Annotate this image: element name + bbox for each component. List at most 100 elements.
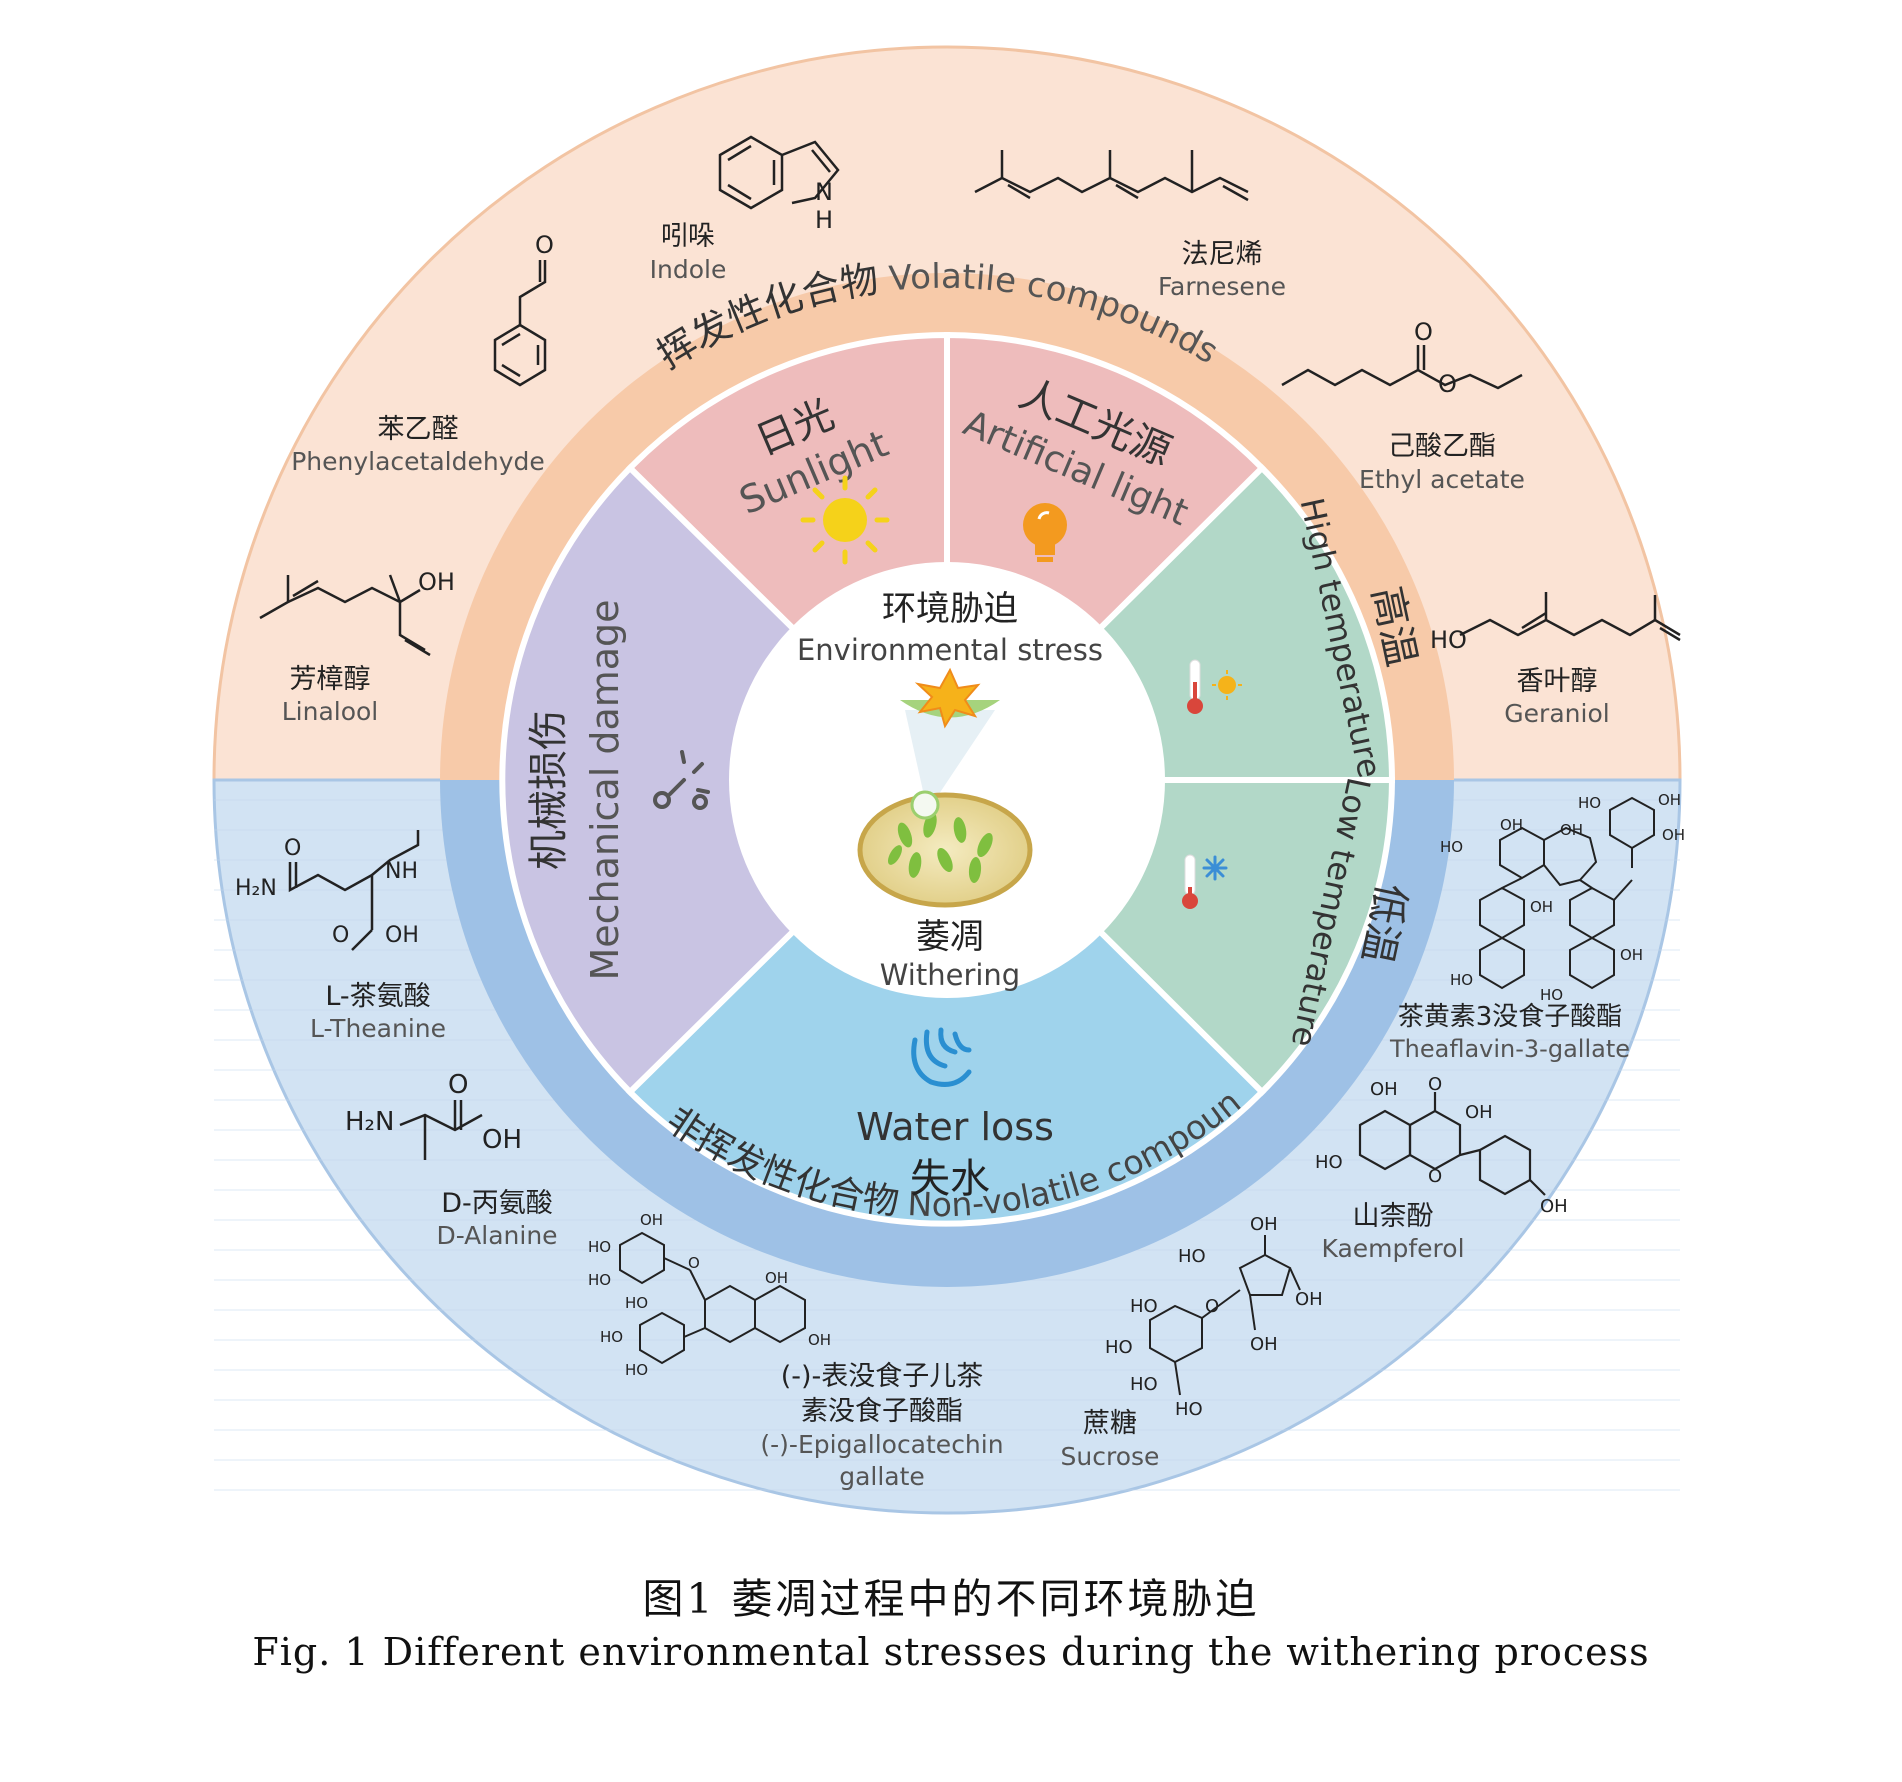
sucrose-ho-1: HO (1178, 1246, 1206, 1267)
mechanical-damage-label: 机械损伤 Mechanical damage (526, 599, 627, 980)
linalool-name-en: Linalool (282, 697, 379, 726)
theanine-o-atom: O (284, 836, 301, 861)
egcg-name-en-1: (-)-Epigallocatechin (760, 1430, 1003, 1459)
theanine-o2-atom: O (332, 923, 349, 948)
figure-caption-zh: 图1 萎凋过程中的不同环境胁迫 (642, 1575, 1260, 1623)
broken-tool-icon (653, 750, 710, 810)
svg-text:失水: 失水 (910, 1156, 990, 1202)
egcg-oh-2: OH (765, 1269, 788, 1287)
egcg-structure (619, 1231, 806, 1365)
water-loss-label: Water loss 失水 (856, 1105, 1054, 1202)
farnesene-name-en: Farnesene (1158, 272, 1286, 301)
alanine-name-en: D-Alanine (436, 1221, 557, 1250)
geraniol-structure (1459, 592, 1681, 642)
svg-text:Water loss: Water loss (856, 1105, 1054, 1149)
sector-water-loss (625, 775, 1267, 1227)
egcg-ho-2: HO (588, 1271, 611, 1289)
theaflavin-oh-1: OH (1500, 816, 1523, 834)
theaflavin-oh-6: OH (1620, 946, 1643, 964)
egcg-name-zh-2: 素没食子酸酯 (801, 1396, 963, 1427)
farnesene-structure (974, 150, 1249, 202)
ethyl-acetate-o-ester: O (1438, 370, 1457, 398)
tea-leaf-plate-icon (857, 790, 1033, 908)
theaflavin-oh-2: OH (1560, 821, 1583, 839)
theaflavin-ho-2: HO (1578, 794, 1601, 812)
light-beam-icon (900, 667, 1000, 800)
egcg-ho-5: HO (625, 1361, 648, 1379)
kaempferol-o-2: O (1428, 1166, 1442, 1187)
theanine-h2n-atom: H₂N (235, 876, 277, 901)
kaempferol-name-en: Kaempferol (1321, 1234, 1464, 1263)
alanine-name-zh: D-丙氨酸 (441, 1188, 553, 1219)
geraniol-ho-atom: HO (1430, 626, 1467, 654)
indole-h-atom: H (815, 206, 833, 234)
sucrose-name-zh: 蔗糖 (1083, 1408, 1137, 1439)
egcg-oh-3: OH (808, 1331, 831, 1349)
phenylacetaldehyde-structure (493, 260, 547, 387)
center-title-zh: 环境胁迫 (882, 589, 1018, 629)
center-title-en: Environmental stress (797, 633, 1103, 667)
theaflavin-oh-5: OH (1530, 898, 1553, 916)
figure-caption-en: Fig. 1 Different environmental stresses … (252, 1630, 1650, 1674)
egcg-o-1: O (688, 1254, 700, 1272)
thermometer-cold-icon (1182, 854, 1228, 909)
alanine-oh-atom: OH (482, 1125, 522, 1155)
withering-zh: 萎凋 (916, 917, 984, 957)
kaempferol-ho-1: HO (1315, 1152, 1343, 1173)
indole-nh-atom: N (815, 178, 833, 206)
alanine-h2n-atom: H₂N (345, 1107, 394, 1137)
sucrose-ho-3: HO (1105, 1337, 1133, 1358)
theaflavin-structure (1479, 796, 1655, 990)
egcg-name-zh-1: (-)-表没食子儿茶 (781, 1361, 984, 1392)
kaempferol-structure (1358, 1092, 1546, 1196)
sun-icon (800, 475, 890, 565)
theanine-oh-atom: OH (385, 923, 419, 948)
alanine-o-atom: O (448, 1070, 468, 1100)
linalool-name-zh: 芳樟醇 (290, 664, 371, 695)
phenylacetaldehyde-name-en: Phenylacetaldehyde (291, 447, 545, 476)
phenylacetaldehyde-o-atom: O (535, 231, 554, 259)
svg-text:机械损伤: 机械损伤 (526, 710, 572, 870)
water-drop-hand-icon (911, 1027, 972, 1087)
egcg-ho-1: HO (588, 1238, 611, 1256)
sucrose-structure (1149, 1235, 1301, 1396)
theanine-name-zh: L-茶氨酸 (325, 981, 430, 1012)
sector-mechanical-damage (499, 463, 952, 1097)
kaempferol-oh-2: OH (1465, 1102, 1493, 1123)
theanine-name-en: L-Theanine (310, 1014, 446, 1043)
egcg-name-en-2: gallate (839, 1462, 925, 1491)
sucrose-name-en: Sucrose (1061, 1442, 1160, 1471)
sucrose-o-1: O (1205, 1296, 1219, 1317)
linalool-oh-atom: OH (418, 568, 455, 596)
kaempferol-o-1: O (1428, 1074, 1442, 1095)
linalool-structure (259, 574, 431, 657)
geraniol-name-zh: 香叶醇 (1517, 666, 1598, 697)
withering-en: Withering (880, 958, 1020, 992)
sucrose-oh-1: OH (1250, 1214, 1278, 1235)
theaflavin-name-en: Theaflavin-3-gallate (1389, 1035, 1630, 1063)
sucrose-ho-5: HO (1175, 1399, 1203, 1420)
sucrose-oh-3: OH (1250, 1334, 1278, 1355)
thermometer-hot-icon (1187, 659, 1242, 714)
sucrose-oh-2: OH (1295, 1289, 1323, 1310)
theaflavin-name-zh: 茶黄素3没食子酸酯 (1398, 1002, 1623, 1032)
egcg-ho-4: HO (600, 1328, 623, 1346)
geraniol-name-en: Geraniol (1504, 699, 1609, 728)
theaflavin-ho-3: HO (1450, 971, 1473, 989)
sucrose-ho-4: HO (1130, 1374, 1158, 1395)
theanine-structure (288, 830, 420, 951)
ethyl-acetate-name-zh: 己酸乙酯 (1388, 431, 1496, 462)
svg-text:Mechanical damage: Mechanical damage (583, 599, 627, 980)
theaflavin-ho-4: HO (1540, 986, 1563, 1004)
theaflavin-oh-3: OH (1658, 791, 1681, 809)
theanine-nh-atom: NH (385, 859, 418, 884)
theaflavin-atoms: HO (1440, 838, 1463, 856)
indole-structure (718, 135, 840, 210)
sucrose-ho-2: HO (1130, 1296, 1158, 1317)
alanine-structure (399, 1100, 483, 1160)
indole-name-zh: 吲哚 (661, 221, 715, 252)
indole-name-en: Indole (650, 255, 727, 284)
ethyl-acetate-structure (1281, 345, 1523, 390)
theaflavin-oh-4: OH (1662, 826, 1685, 844)
